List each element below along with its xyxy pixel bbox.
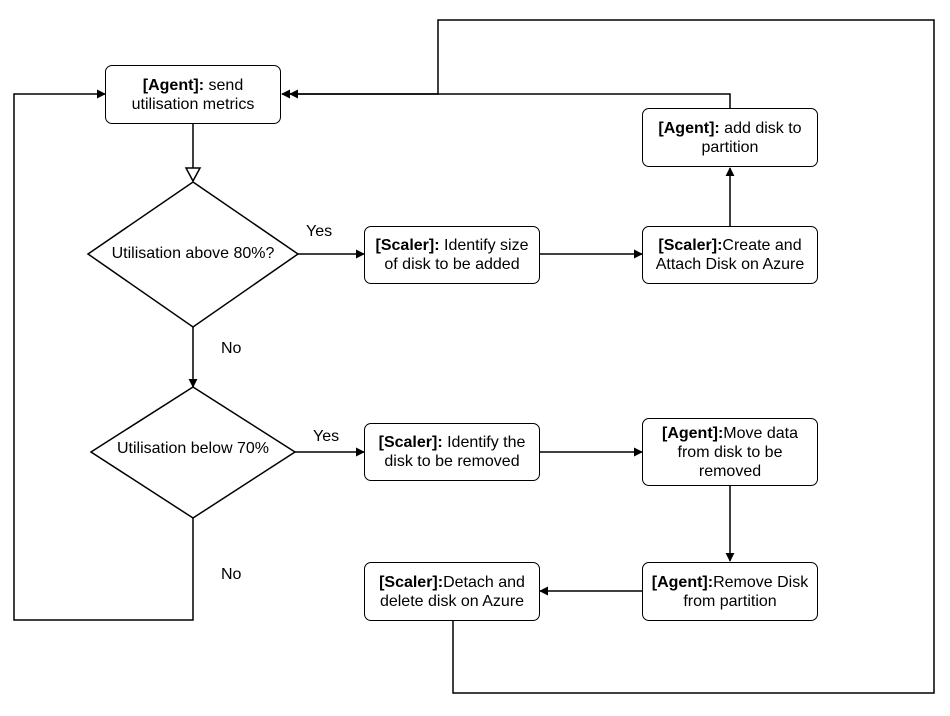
role-label: [Agent]:: [661, 424, 724, 442]
node-text: from partition: [683, 592, 777, 610]
node-add-disk-to-partition: [Agent]: add disk to partition: [642, 108, 818, 167]
edge-label-below-yes: Yes: [313, 428, 340, 445]
node-text: of disk to be added: [384, 256, 520, 273]
node-text: utilisation metrics: [131, 95, 255, 113]
edge-detach-to-metrics: [289, 19, 935, 694]
role-label: [Scaler]:: [658, 237, 723, 254]
node-text: send: [204, 76, 244, 94]
node-text: removed: [698, 462, 762, 480]
edge-label-above-yes: Yes: [306, 223, 333, 240]
role-label: [Agent]:: [651, 573, 714, 591]
role-label: [Scaler]:: [375, 237, 440, 254]
edge-add-to-metrics: [281, 89, 731, 108]
node-send-utilisation-metrics: [Agent]: send utilisation metrics: [105, 65, 281, 124]
role-label: [Scaler]:: [379, 573, 444, 591]
node-text: from disk to be: [677, 443, 783, 461]
node-text: Create and: [722, 237, 802, 254]
node-text: disk to be removed: [384, 453, 520, 470]
node-text: Identify size: [439, 237, 529, 254]
role-label: [Agent]:: [658, 119, 720, 137]
node-text: Remove Disk: [713, 573, 809, 591]
edge-below-no: [13, 89, 194, 621]
edge-label-below-no: No: [221, 566, 242, 583]
node-text: partition: [701, 138, 759, 156]
node-identify-disk-to-remove: [Scaler]: Identify the disk to be remove…: [364, 423, 540, 481]
decision-above-80-label: Utilisation above 80%?: [111, 245, 275, 262]
node-identify-disk-size: [Scaler]: Identify size of disk to be ad…: [364, 226, 540, 284]
role-label: [Scaler]:: [378, 434, 443, 451]
role-label: [Agent]:: [142, 76, 205, 94]
node-text: Attach Disk on Azure: [655, 256, 805, 273]
node-text: add disk to: [719, 119, 802, 137]
edge-label-above-no: No: [221, 340, 242, 357]
node-remove-disk-from-partition: [Agent]:Remove Disk from partition: [642, 562, 818, 621]
node-create-attach-disk: [Scaler]:Create and Attach Disk on Azure: [642, 226, 818, 284]
node-text: delete disk on Azure: [379, 592, 525, 610]
node-move-data: [Agent]:Move data from disk to be remove…: [642, 418, 818, 486]
node-text: Identify the: [442, 434, 526, 451]
node-text: Move data: [723, 424, 799, 442]
node-text: Detach and: [443, 573, 525, 591]
node-detach-delete-disk: [Scaler]:Detach and delete disk on Azure: [364, 562, 540, 621]
hollow-arrowhead: [184, 167, 202, 183]
decision-below-70-label: Utilisation below 70%: [116, 440, 270, 457]
